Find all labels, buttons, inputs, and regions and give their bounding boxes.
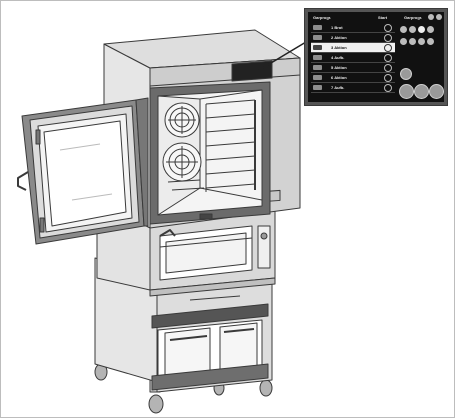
program-start-icon[interactable] <box>384 64 392 72</box>
panel-header-mid: Start <box>378 15 388 20</box>
light-icon[interactable] <box>418 38 425 45</box>
program-label: 7 Aufb. <box>331 85 345 90</box>
tray-icon <box>313 85 322 90</box>
power-button-icon[interactable] <box>400 68 412 80</box>
settings-icon[interactable] <box>428 14 434 20</box>
heat-mode-icon[interactable] <box>418 26 425 33</box>
panel-header-left: Garprogr. <box>313 15 332 20</box>
tray-icon <box>313 55 322 60</box>
program-start-icon[interactable] <box>384 74 392 82</box>
program-row[interactable]: 5 Aktion <box>311 63 395 73</box>
callout-leader-line <box>255 41 307 73</box>
tray-icon <box>313 75 322 80</box>
program-row[interactable]: 1 Brot <box>311 23 395 33</box>
program-label: 4 Aufb. <box>331 55 345 60</box>
program-start-icon[interactable] <box>384 84 392 92</box>
tray-icon <box>313 35 322 40</box>
start-button-icon[interactable] <box>414 84 429 99</box>
timer-icon[interactable] <box>400 38 407 45</box>
program-start-icon[interactable] <box>384 44 392 52</box>
program-start-icon[interactable] <box>384 54 392 62</box>
humidity-mode-icon[interactable] <box>427 26 434 33</box>
tray-icon <box>313 25 322 30</box>
program-row[interactable]: 6 Aktion <box>311 73 395 83</box>
door-latch <box>199 213 213 220</box>
menu-button-icon[interactable] <box>429 84 444 99</box>
user-icon[interactable] <box>436 14 442 20</box>
program-start-icon[interactable] <box>384 24 392 32</box>
fan-mode-icon[interactable] <box>409 26 416 33</box>
control-panel-callout: Garprogr. Start Garprogr. 1 Brot 2 Aktio… <box>304 8 448 106</box>
control-panel-display: Garprogr. Start Garprogr. 1 Brot 2 Aktio… <box>308 12 444 102</box>
program-label: 6 Aktion <box>331 75 347 80</box>
program-row[interactable]: 4 Aufb. <box>311 53 395 63</box>
panel-header-right: Garprogr. <box>404 15 423 20</box>
program-row[interactable]: 7 Aufb. <box>311 83 395 93</box>
convection-fan-top <box>164 102 200 138</box>
program-row-selected[interactable]: 3 Aktion <box>311 43 395 53</box>
program-label: 2 Aktion <box>331 35 347 40</box>
program-label: 3 Aktion <box>331 45 347 50</box>
steam-mode-icon[interactable] <box>400 26 407 33</box>
vent-icon[interactable] <box>427 38 434 45</box>
program-label: 1 Brot <box>331 25 343 30</box>
convection-fan-bottom <box>162 142 202 182</box>
deck-oven <box>96 209 276 297</box>
program-row[interactable]: 2 Aktion <box>311 33 395 43</box>
program-label: 5 Aktion <box>331 65 347 70</box>
steam-icon <box>313 45 322 50</box>
tray-icon <box>313 65 322 70</box>
home-button-icon[interactable] <box>399 84 414 99</box>
program-start-icon[interactable] <box>384 34 392 42</box>
oven-door <box>17 97 149 245</box>
temperature-icon[interactable] <box>409 38 416 45</box>
tray-rack <box>167 99 256 192</box>
